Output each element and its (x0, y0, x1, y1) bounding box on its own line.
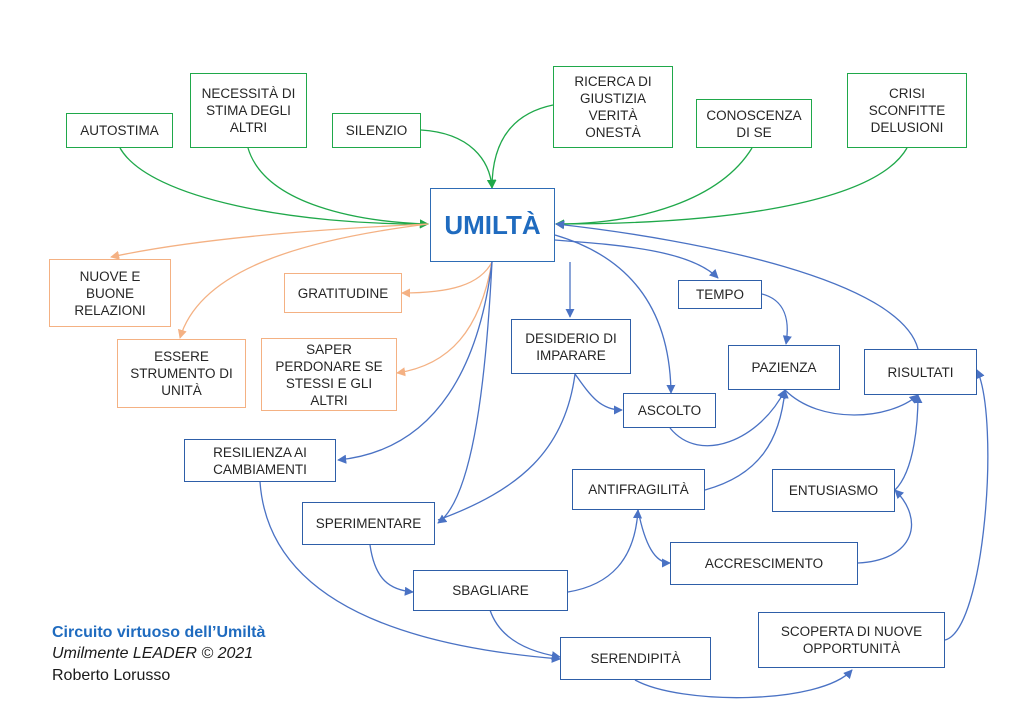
node-antifragilita: ANTIFRAGILITÀ (572, 469, 705, 510)
edge-sperimentare-sbagliare (369, 544, 414, 596)
edge-resilienza-serendipita (259, 481, 561, 663)
edge-antifragilita-pazienza (704, 389, 789, 491)
blue-connectors (259, 220, 989, 699)
node-crisi-sconfitte-delusioni: CRISI SCONFITTE DELUSIONI (847, 73, 967, 148)
edge-entusiasmo-risultati (894, 394, 923, 491)
orange-connectors (110, 223, 493, 377)
node-gratitudine: GRATITUDINE (284, 273, 402, 313)
edge-desiderio-sperimentare (437, 373, 576, 521)
node-serendipita: SERENDIPITÀ (560, 637, 711, 680)
node-autostima: AUTOSTIMA (66, 113, 173, 148)
node-ricerca-di-giustizia: RICERCA DI GIUSTIZIA VERITÀ ONESTÀ (553, 66, 673, 148)
edge-ascolto-pazienza (669, 389, 786, 447)
node-sperimentare: SPERIMENTARE (302, 502, 435, 545)
edge-accrescimento-entusiasmo (857, 489, 913, 564)
edge-umilta-saper (396, 261, 493, 377)
node-scoperta-di-nuove-opportunita: SCOPERTA DI NUOVE OPPORTUNITÀ (758, 612, 945, 668)
node-umilta: UMILTÀ (430, 188, 555, 262)
edge-serendipita-scoperta (634, 669, 853, 699)
edge-ricerca-umilta (487, 104, 554, 189)
edge-umilta-gratitudine (401, 261, 493, 298)
edge-crisi-umilta (555, 147, 908, 229)
edge-scoperta-risultati (944, 369, 989, 641)
node-saper-perdonare: SAPER PERDONARE SE STESSI E GLI ALTRI (261, 338, 397, 411)
node-sbagliare: SBAGLIARE (413, 570, 568, 611)
node-necessita-di-stima: NECESSITÀ DI STIMA DEGLI ALTRI (190, 73, 307, 148)
edge-umilta-sperimentare (437, 261, 493, 524)
edge-umilta-essere (177, 223, 429, 339)
node-accrescimento: ACCRESCIMENTO (670, 542, 858, 585)
node-essere-strumento-di-unita: ESSERE STRUMENTO DI UNITÀ (117, 339, 246, 408)
node-ascolto: ASCOLTO (623, 393, 716, 428)
edge-necessita-umilta (247, 147, 429, 229)
caption-title: Circuito virtuoso dell’Umiltà (52, 624, 266, 641)
node-desiderio-di-imparare: DESIDERIO DI IMPARARE (511, 319, 631, 374)
node-tempo: TEMPO (678, 280, 762, 309)
green-connectors (119, 104, 908, 229)
node-pazienza: PAZIENZA (728, 345, 840, 390)
edge-tempo-pazienza (761, 293, 792, 345)
caption-author: Roberto Lorusso (52, 667, 171, 684)
edge-conoscenza-umilta (555, 147, 753, 229)
edge-pazienza-risultati (784, 389, 919, 416)
edge-umilta-resilienza (337, 261, 493, 464)
edge-umilta-nuove (110, 223, 429, 260)
edge-umilta-ascolto (554, 234, 676, 394)
edge-risultati-umilta (555, 220, 919, 350)
edge-autostima-umilta (119, 147, 429, 229)
edge-umilta-tempo (554, 239, 719, 279)
node-resilienza-ai-cambiamenti: RESILIENZA AI CAMBIAMENTI (184, 439, 336, 482)
node-nuove-e-buone-relazioni: NUOVE E BUONE RELAZIONI (49, 259, 171, 327)
node-entusiasmo: ENTUSIASMO (772, 469, 895, 512)
node-conoscenza-di-se: CONOSCENZA DI SE (696, 99, 812, 148)
caption-subtitle: Umilmente LEADER © 2021 (52, 645, 254, 662)
edge-sbagliare-antifragilita (567, 509, 643, 593)
edge-sbagliare-serendipita (489, 609, 561, 661)
edge-silenzio-umilta (420, 129, 496, 189)
node-silenzio: SILENZIO (332, 113, 421, 148)
edge-antifragilita-accrescimento (637, 509, 671, 568)
node-risultati: RISULTATI (864, 349, 977, 395)
edge-desiderio-ascolto (574, 373, 623, 415)
